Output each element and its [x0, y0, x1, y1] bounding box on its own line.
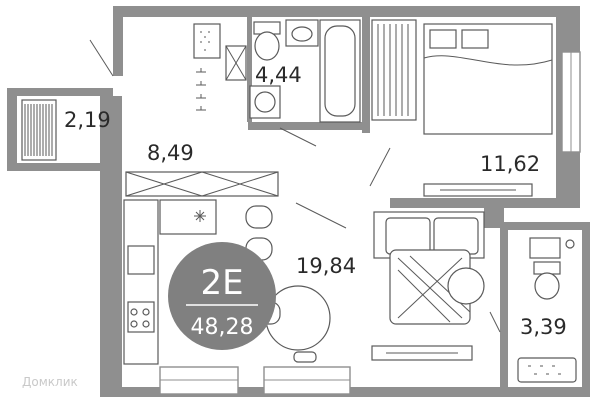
bathroom-fixtures — [193, 19, 361, 123]
balcony-wardrobe — [21, 99, 57, 161]
watermark: Домклик — [22, 375, 78, 389]
kitchen-living-area: 19,84 — [296, 254, 356, 278]
bathroom-area: 4,44 — [255, 63, 302, 87]
windows — [159, 51, 581, 395]
hallway-wardrobe — [125, 68, 279, 197]
apartment-total-area: 48,28 — [191, 315, 254, 340]
bedroom-furniture — [371, 19, 553, 197]
apartment-badge: 2E 48,28 — [168, 242, 276, 350]
bedroom-area: 11,62 — [480, 152, 540, 176]
hallway-area: 8,49 — [147, 141, 194, 165]
wc-fixtures — [517, 237, 577, 383]
kitchen-furniture — [123, 199, 485, 365]
wc-area: 3,39 — [520, 315, 567, 339]
balcony-area: 2,19 — [64, 108, 111, 132]
doors — [89, 39, 501, 333]
apartment-type: 2E — [200, 263, 243, 303]
